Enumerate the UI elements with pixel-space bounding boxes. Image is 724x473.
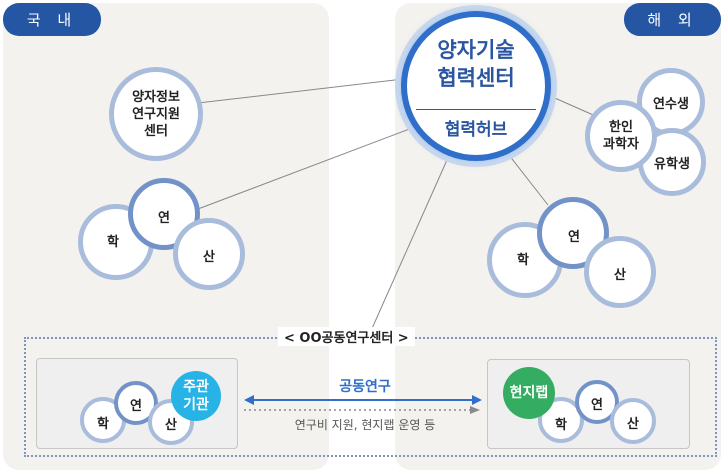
left-san-node (148, 399, 194, 445)
hub-subtitle: 협력허브 (444, 120, 508, 140)
overseas-yeon-label: 연 (568, 230, 580, 245)
overseas-san-node (584, 236, 656, 308)
overseas-san-label: 산 (614, 268, 626, 283)
cooperation-hub (401, 11, 551, 161)
info-center-line2: 연구지원 (132, 106, 180, 122)
joint-research-center-title: < OO공동연구센터 > (278, 327, 415, 346)
domestic-yeon-label: 연 (158, 211, 170, 226)
left-san-label: 산 (165, 418, 177, 433)
domestic-tab: 국 내 (3, 3, 101, 36)
lead-institution-badge: 주관 기관 (171, 371, 221, 421)
korean-scientists-node: 한인 과학자 (585, 100, 657, 172)
info-center-line3: 센터 (144, 123, 168, 139)
scientists-line1: 한인 (609, 120, 633, 135)
domestic-san-label: 산 (203, 250, 215, 265)
scientists-line2: 과학자 (603, 137, 639, 152)
overseas-hak-label: 학 (517, 253, 529, 268)
quantum-info-center-node: 양자정보 연구지원 센터 (109, 67, 203, 161)
overseas-tab: 해 외 (624, 3, 721, 36)
hub-divider (416, 109, 536, 110)
hub-title: 양자기술 협력센터 (437, 38, 515, 90)
support-description: 연구비 지원, 현지랩 운영 등 (294, 418, 436, 432)
right-san-node (610, 398, 656, 444)
joint-research-label: 공동연구 (339, 379, 391, 395)
local-lab-badge: 현지랩 (503, 367, 555, 419)
domestic-san-node (173, 218, 245, 290)
left-yeon-label: 연 (130, 399, 142, 414)
info-center-line1: 양자정보 (132, 89, 180, 105)
domestic-hak-label: 학 (107, 235, 119, 250)
right-yeon-label: 연 (591, 398, 603, 413)
right-san-label: 산 (627, 417, 639, 432)
left-hak-label: 학 (97, 417, 109, 432)
right-hak-label: 학 (555, 418, 567, 433)
